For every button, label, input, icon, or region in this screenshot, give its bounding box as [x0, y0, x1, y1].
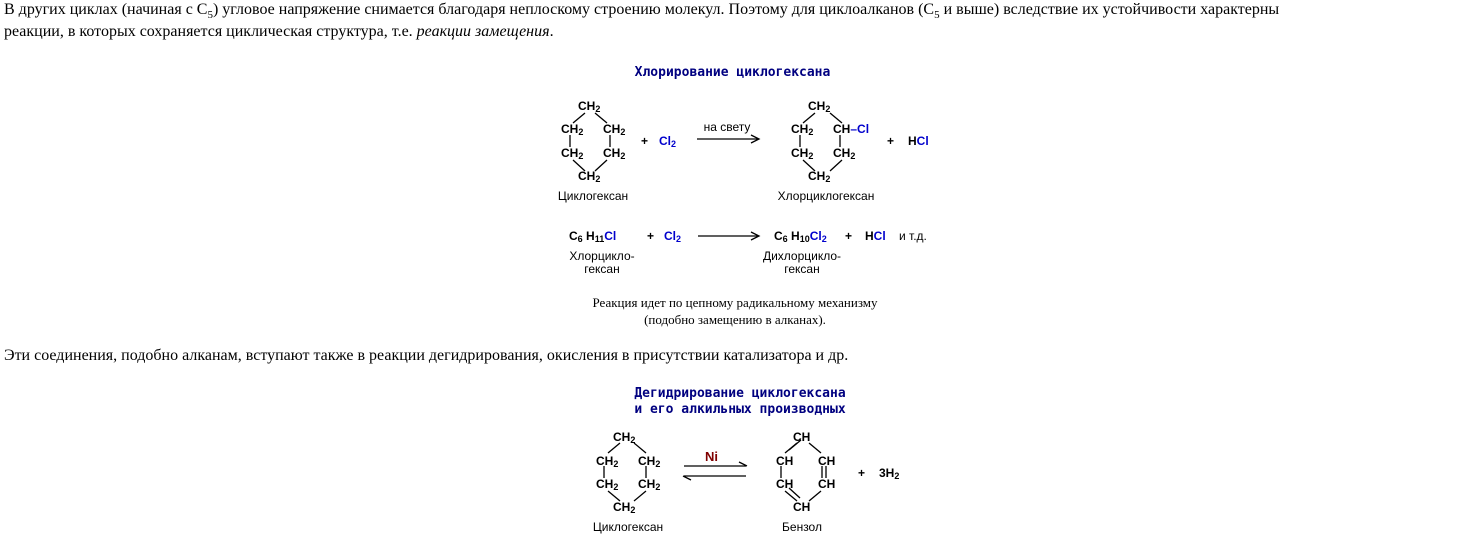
- cyclohexane-ch2-top: CH2: [578, 99, 601, 114]
- plus-sign-5: +: [858, 466, 866, 480]
- dichlorocyclohexane-formula: C6 H10Cl2: [774, 229, 827, 244]
- chlorine-reagent: Cl2: [659, 134, 677, 149]
- chlorination-title: Хлорирование циклогексана: [634, 65, 831, 80]
- dichlorocyclohexane-caption: Дихлорцикло-гексан: [762, 249, 842, 276]
- plus-sign-3: +: [647, 229, 655, 243]
- chlorocyclohexane-formula: C6 H11Cl: [569, 229, 617, 244]
- benzene-ch-bottom: CH: [793, 500, 811, 514]
- cyclohexane-ch2-lr: CH2: [603, 146, 626, 161]
- cyclohexane-ch2-bottom: CH2: [578, 169, 601, 184]
- hcl-product: HCl: [908, 134, 929, 148]
- chlorocyclohexane-caption: Хлорциклогексан: [777, 189, 875, 203]
- etc-label: и т.д.: [899, 229, 927, 243]
- reaction-condition: на свету: [703, 120, 751, 134]
- cyclohexane-ch2-ll: CH2: [561, 146, 584, 161]
- chloro-ch2-ll: CH2: [791, 146, 814, 161]
- chlorocyclohexane-caption-2: Хлорцикло-гексан: [569, 249, 635, 276]
- benzene-caption: Бензол: [782, 520, 822, 534]
- benzene-ch-ur: CH: [818, 454, 836, 468]
- plus-sign: +: [641, 134, 649, 148]
- chloro-ch2-lr: CH2: [833, 146, 856, 161]
- intro-line-2: реакции, в которых сохраняется циклическ…: [4, 23, 554, 40]
- cyclohexane2-ch2-lr: CH2: [638, 477, 661, 492]
- benzene-ch-ul: CH: [776, 454, 794, 468]
- cyclohexane-ch2-ul: CH2: [561, 122, 584, 137]
- cyclohexane-caption: Циклогексан: [557, 189, 629, 203]
- cyclohexane-ch2-ur: CH2: [603, 122, 626, 137]
- mechanism-note: Реакция идет по цепному радикальному мех…: [592, 295, 878, 327]
- chloro-ch-cl: CH–Cl: [833, 122, 870, 136]
- paragraph-dehydrogenation: Эти соединения, подобно алканам, вступаю…: [4, 347, 849, 364]
- chloro-ch2-bottom: CH2: [808, 169, 831, 184]
- intro-line-1: В других циклах (начиная с C5) угловое н…: [4, 1, 1280, 22]
- plus-sign-4: +: [845, 229, 853, 243]
- nickel-catalyst: Ni: [705, 449, 718, 464]
- cyclohexane2-ch2-ll: CH2: [596, 477, 619, 492]
- cyclohexane2-caption: Циклогексан: [592, 520, 664, 534]
- chloro-ch2-ul: CH2: [791, 122, 814, 137]
- benzene-ch-lr: CH: [818, 477, 836, 491]
- cyclohexane2-ch2-ul: CH2: [596, 454, 619, 469]
- hydrogen-product: 3H2: [879, 466, 900, 481]
- benzene-ch-top: CH: [793, 430, 811, 444]
- cyclohexane2-ch2-ur: CH2: [638, 454, 661, 469]
- cyclohexane2-ch2-top: CH2: [613, 430, 636, 445]
- cyclohexane2-ch2-bottom: CH2: [613, 500, 636, 515]
- chloro-ch2-top: CH2: [808, 99, 831, 114]
- chlorine-reagent-2: Cl2: [664, 229, 682, 244]
- benzene-ch-ll: CH: [776, 477, 794, 491]
- hcl-product-2: HCl: [865, 229, 886, 243]
- plus-sign-2: +: [887, 134, 895, 148]
